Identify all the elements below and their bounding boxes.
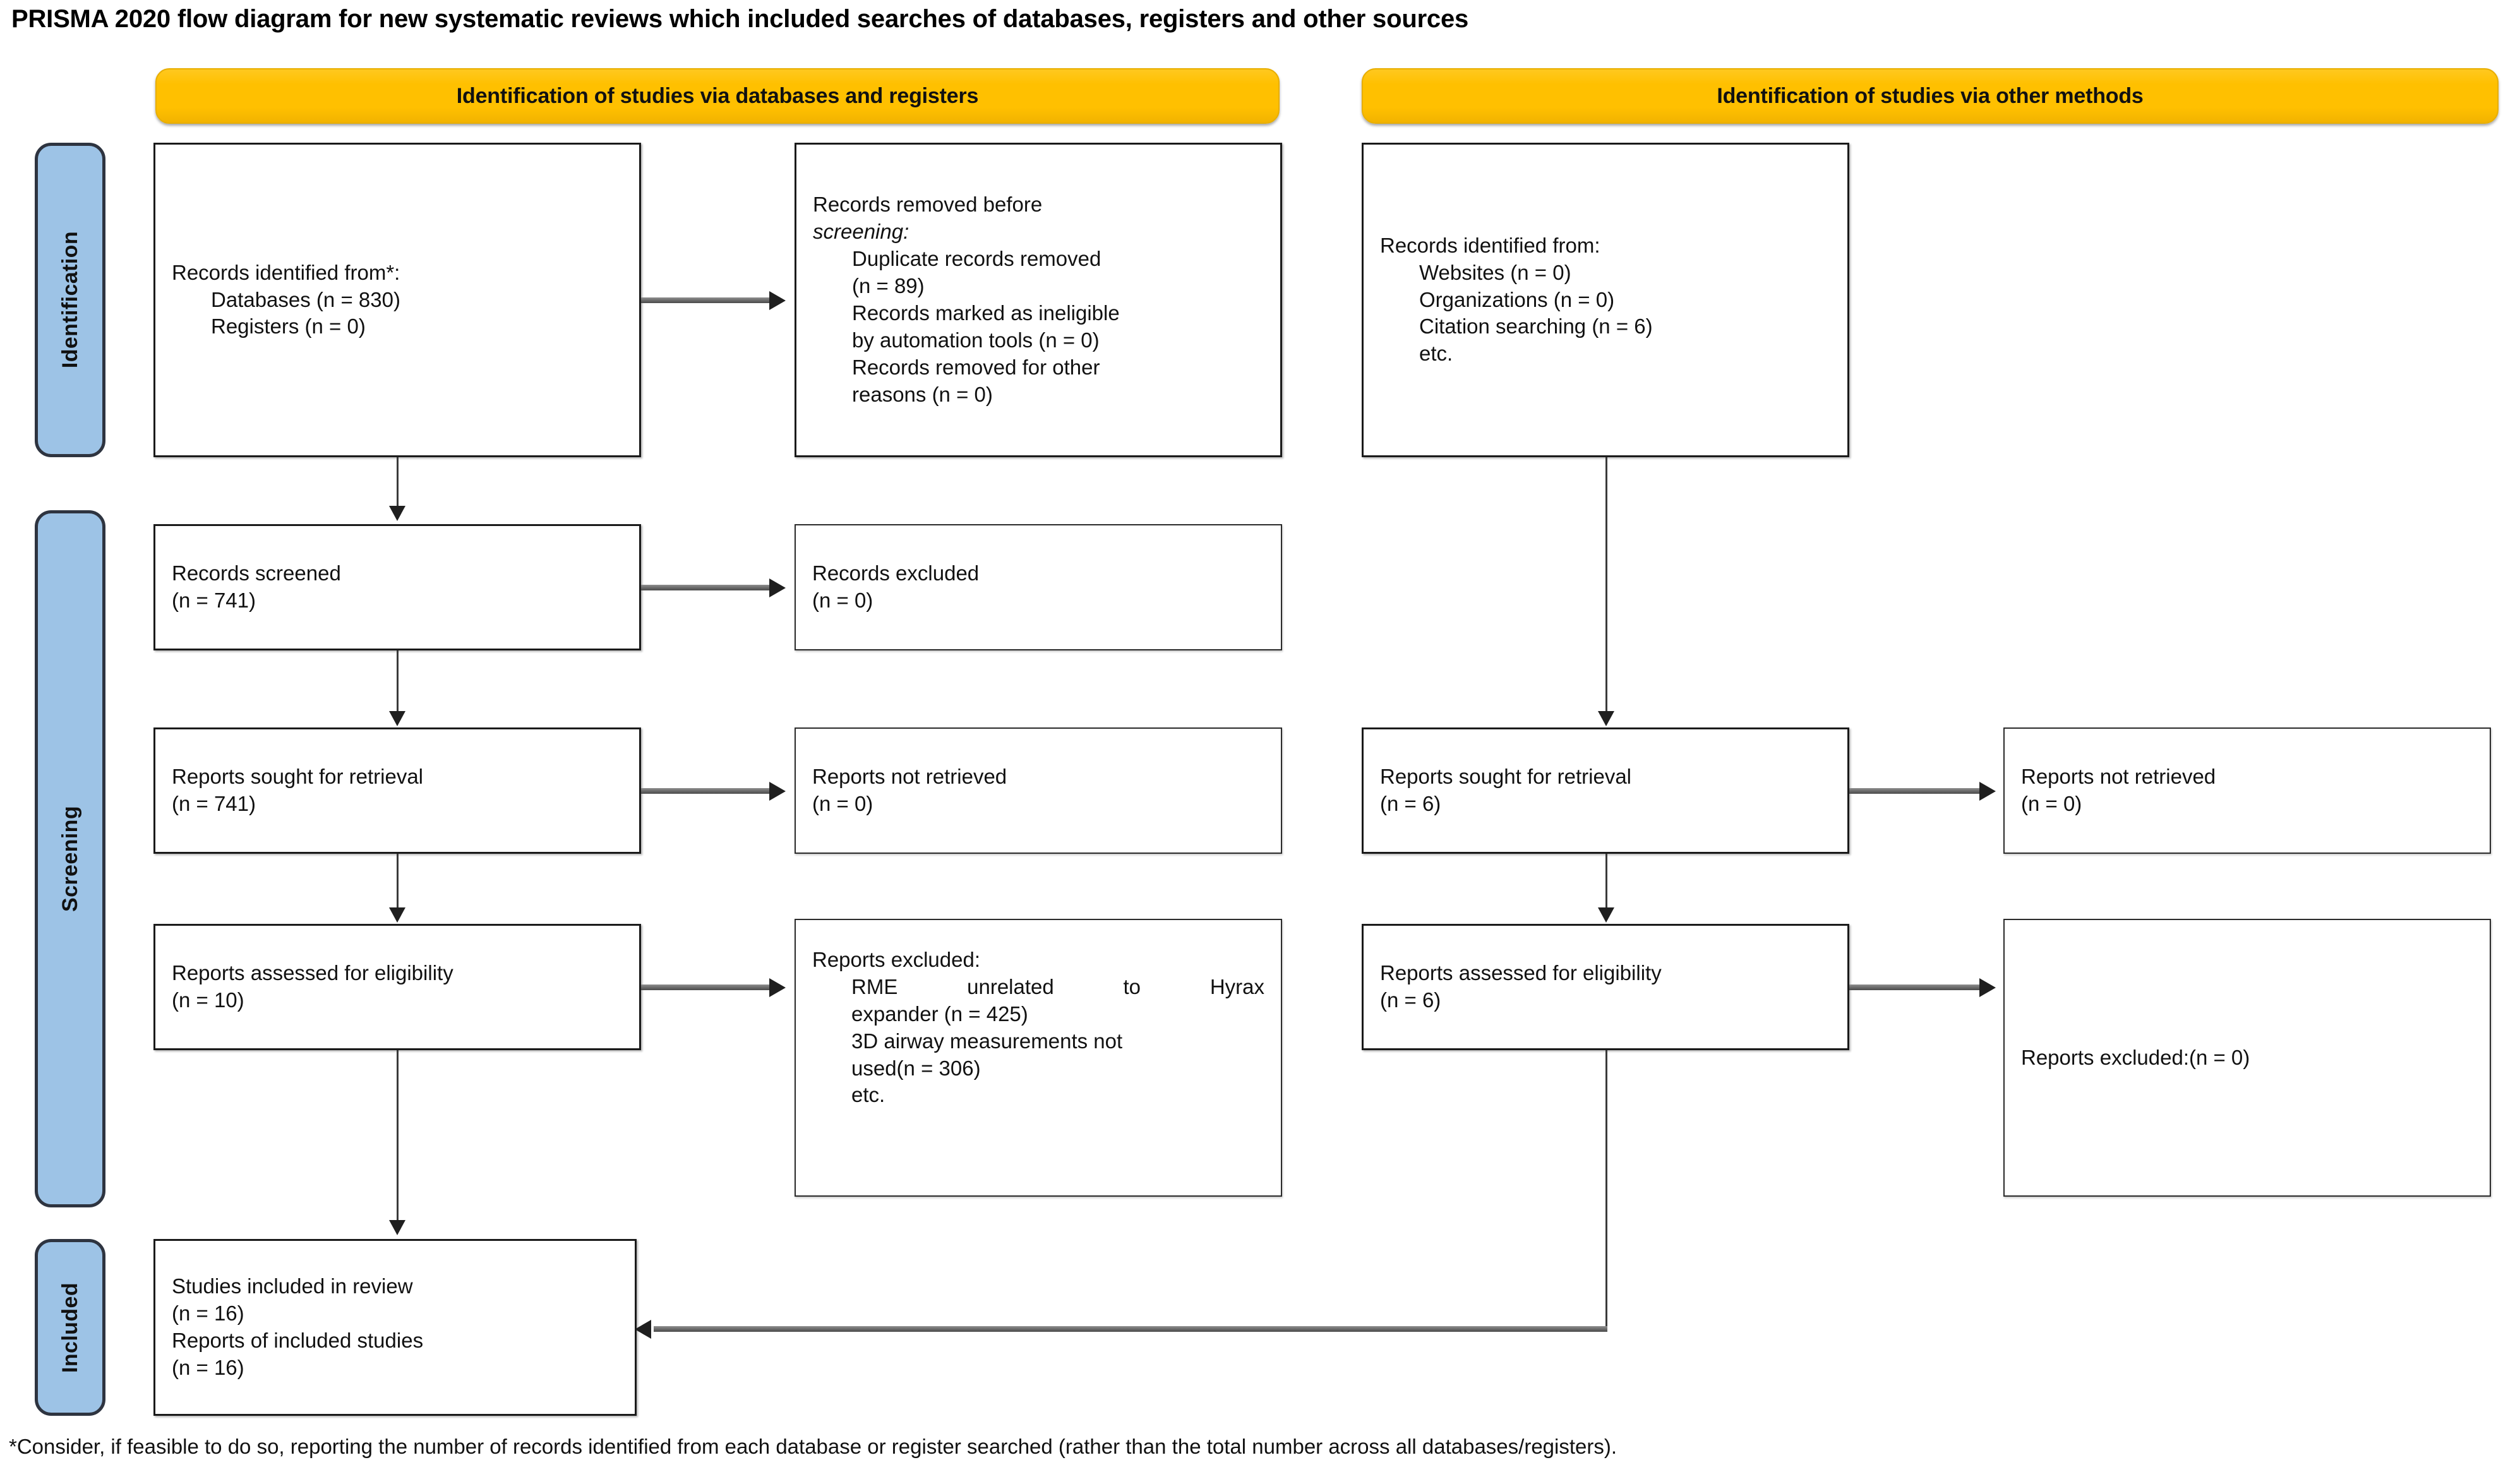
- header-other-methods: Identification of studies via other meth…: [1362, 68, 2499, 124]
- arrowhead-other-assessed-to-excluded: [1979, 978, 1996, 997]
- box-records-screened: Records screened (n = 741): [153, 524, 641, 650]
- box-records-identified-line-2: Registers (n = 0): [211, 314, 366, 338]
- arrowhead-sought-to-assessed: [389, 907, 405, 923]
- box-records-screened-line-1: (n = 741): [172, 589, 256, 612]
- arrowhead-other-sought-to-assessed: [1598, 907, 1614, 923]
- box-studies-included-line-1: (n = 16): [172, 1301, 244, 1325]
- box-other-reports-not-retrieved-line-0: Reports not retrieved: [2021, 765, 2216, 789]
- box-records-removed-line-3: (n = 89): [852, 274, 925, 298]
- box-records-removed: Records removed before screening: Duplic…: [795, 143, 1282, 457]
- footnote: *Consider, if feasible to do so, reporti…: [9, 1435, 1617, 1458]
- connector-other-identified-to-sought: [1605, 457, 1607, 712]
- connector-identified-to-removed: [641, 297, 771, 303]
- connector-screened-to-sought: [397, 650, 399, 712]
- box-reports-not-retrieved-line-1: (n = 0): [812, 792, 873, 815]
- box-reports-not-retrieved-line-0: Reports not retrieved: [812, 765, 1007, 789]
- arrowhead-assessed-to-included: [389, 1220, 405, 1235]
- stage-label-screening-text: Screening: [57, 806, 82, 912]
- connector-other-assessed-to-included: [654, 1326, 1607, 1332]
- connector-assessed-to-included: [397, 1050, 399, 1222]
- box-other-records-identified-line-1: Websites (n = 0): [1419, 260, 1571, 284]
- arrowhead-screened-to-excluded: [769, 578, 786, 597]
- box-records-removed-line-4: Records marked as ineligible: [852, 301, 1120, 325]
- connector-other-sought-to-assessed: [1605, 854, 1607, 909]
- box-other-reports-excluded: Reports excluded:(n = 0): [2003, 919, 2491, 1197]
- arrowhead-identified-to-screened: [389, 506, 405, 521]
- box-reports-excluded-line-1: RME unrelated to Hyrax: [851, 974, 1264, 998]
- box-other-reports-sought-line-0: Reports sought for retrieval: [1380, 765, 1632, 789]
- stage-label-identification-text: Identification: [57, 231, 82, 369]
- box-reports-assessed-line-0: Reports assessed for eligibility: [172, 961, 453, 985]
- box-other-reports-not-retrieved-line-1: (n = 0): [2021, 792, 2082, 815]
- box-records-identified: Records identified from*: Databases (n =…: [153, 143, 641, 457]
- connector-other-assessed-to-excluded: [1849, 984, 1981, 990]
- stage-label-identification: Identification: [35, 143, 105, 457]
- stage-label-screening: Screening: [35, 510, 105, 1207]
- connector-screened-to-excluded: [641, 585, 771, 590]
- box-reports-sought-line-1: (n = 741): [172, 792, 256, 815]
- box-studies-included-line-2: Reports of included studies: [172, 1329, 424, 1352]
- connector-identified-to-screened: [397, 457, 399, 508]
- box-reports-excluded-line-3: 3D airway measurements not: [851, 1029, 1123, 1053]
- box-records-excluded-line-0: Records excluded: [812, 561, 980, 585]
- connector-sought-to-assessed: [397, 854, 399, 909]
- connector-assessed-to-reports-excluded: [641, 984, 771, 990]
- arrowhead-other-identified-to-sought: [1598, 711, 1614, 726]
- arrowhead-identified-to-removed: [769, 291, 786, 310]
- header-databases-registers: Identification of studies via databases …: [155, 68, 1280, 124]
- connector-other-sought-to-not-retrieved: [1849, 788, 1981, 794]
- box-records-excluded: Records excluded (n = 0): [795, 524, 1282, 650]
- box-records-removed-line-0: Records removed before: [813, 193, 1043, 217]
- box-records-removed-line-6: Records removed for other: [852, 355, 1100, 379]
- box-reports-assessed-line-1: (n = 10): [172, 988, 244, 1012]
- box-studies-included-line-3: (n = 16): [172, 1355, 244, 1379]
- box-other-reports-assessed-line-1: (n = 6): [1380, 988, 1441, 1012]
- arrowhead-other-sought-to-not-retrieved: [1979, 782, 1996, 801]
- box-other-reports-not-retrieved: Reports not retrieved (n = 0): [2003, 727, 2491, 854]
- box-other-records-identified-line-0: Records identified from:: [1380, 233, 1600, 257]
- stage-label-included-text: Included: [57, 1282, 82, 1373]
- box-reports-excluded-line-0: Reports excluded:: [812, 948, 980, 971]
- box-reports-excluded: Reports excluded: RME unrelated to Hyrax…: [795, 919, 1282, 1197]
- box-records-removed-line-1: screening:: [813, 220, 909, 244]
- header-databases-registers-label: Identification of studies via databases …: [456, 83, 979, 108]
- box-records-identified-line-1: Databases (n = 830): [211, 287, 400, 311]
- box-reports-excluded-line-5: etc.: [851, 1083, 885, 1107]
- box-other-reports-assessed: Reports assessed for eligibility (n = 6): [1362, 924, 1849, 1050]
- box-other-records-identified-line-2: Organizations (n = 0): [1419, 287, 1615, 311]
- box-other-reports-excluded-line-0: Reports excluded:(n = 0): [2021, 1045, 2250, 1069]
- connector-other-assessed-down: [1605, 1050, 1607, 1329]
- arrowhead-assessed-to-reports-excluded: [769, 978, 786, 997]
- box-records-identified-line-0: Records identified from*:: [172, 260, 400, 284]
- stage-label-included: Included: [35, 1239, 105, 1416]
- box-reports-assessed: Reports assessed for eligibility (n = 10…: [153, 924, 641, 1050]
- box-reports-sought: Reports sought for retrieval (n = 741): [153, 727, 641, 854]
- box-reports-excluded-line-2: expander (n = 425): [851, 1002, 1028, 1026]
- box-other-records-identified: Records identified from: Websites (n = 0…: [1362, 143, 1849, 457]
- box-reports-not-retrieved: Reports not retrieved (n = 0): [795, 727, 1282, 854]
- arrowhead-other-assessed-to-included: [635, 1320, 651, 1339]
- connector-sought-to-not-retrieved: [641, 788, 771, 794]
- box-other-records-identified-line-3: Citation searching (n = 6): [1419, 314, 1653, 338]
- box-other-reports-sought: Reports sought for retrieval (n = 6): [1362, 727, 1849, 854]
- box-other-reports-sought-line-1: (n = 6): [1380, 792, 1441, 815]
- box-reports-sought-line-0: Reports sought for retrieval: [172, 765, 424, 789]
- box-records-removed-line-7: reasons (n = 0): [852, 382, 993, 406]
- box-records-removed-line-5: by automation tools (n = 0): [852, 328, 1100, 352]
- box-records-removed-line-2: Duplicate records removed: [852, 247, 1101, 271]
- box-reports-excluded-line-4: used(n = 306): [851, 1056, 981, 1080]
- box-records-screened-line-0: Records screened: [172, 561, 341, 585]
- header-other-methods-label: Identification of studies via other meth…: [1717, 83, 2144, 108]
- box-records-excluded-line-1: (n = 0): [812, 589, 873, 612]
- arrowhead-sought-to-not-retrieved: [769, 782, 786, 801]
- page-title: PRISMA 2020 flow diagram for new systema…: [11, 5, 1469, 33]
- box-other-reports-assessed-line-0: Reports assessed for eligibility: [1380, 961, 1662, 985]
- arrowhead-screened-to-sought: [389, 711, 405, 726]
- box-studies-included: Studies included in review (n = 16) Repo…: [153, 1239, 637, 1416]
- box-other-records-identified-line-4: etc.: [1419, 342, 1453, 366]
- box-studies-included-line-0: Studies included in review: [172, 1274, 413, 1298]
